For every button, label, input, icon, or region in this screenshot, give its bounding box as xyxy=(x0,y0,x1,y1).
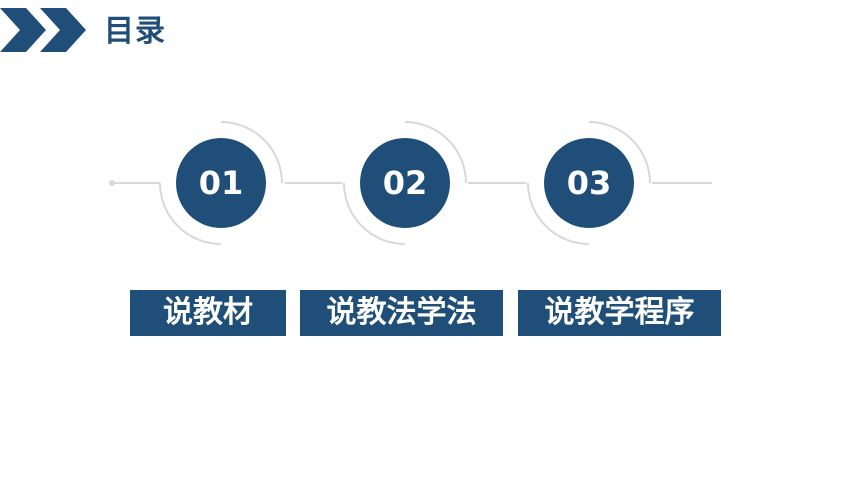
step-number-02: 02 xyxy=(360,138,450,228)
ring-arc xyxy=(220,121,283,184)
step-label-teaching-material: 说教材 xyxy=(130,290,286,336)
ring-arc xyxy=(527,182,590,245)
double-chevron-right-icon xyxy=(0,8,86,52)
step-label-teaching-procedure: 说教学程序 xyxy=(518,290,721,336)
ring-arc xyxy=(159,182,222,245)
step-number-01: 01 xyxy=(176,138,266,228)
step-number-03: 03 xyxy=(544,138,634,228)
step-label-teaching-method: 说教法学法 xyxy=(300,290,503,336)
ring-arc xyxy=(404,121,467,184)
ring-arc xyxy=(343,182,406,245)
ring-arc xyxy=(588,121,651,184)
page-title: 目录 xyxy=(104,14,166,49)
